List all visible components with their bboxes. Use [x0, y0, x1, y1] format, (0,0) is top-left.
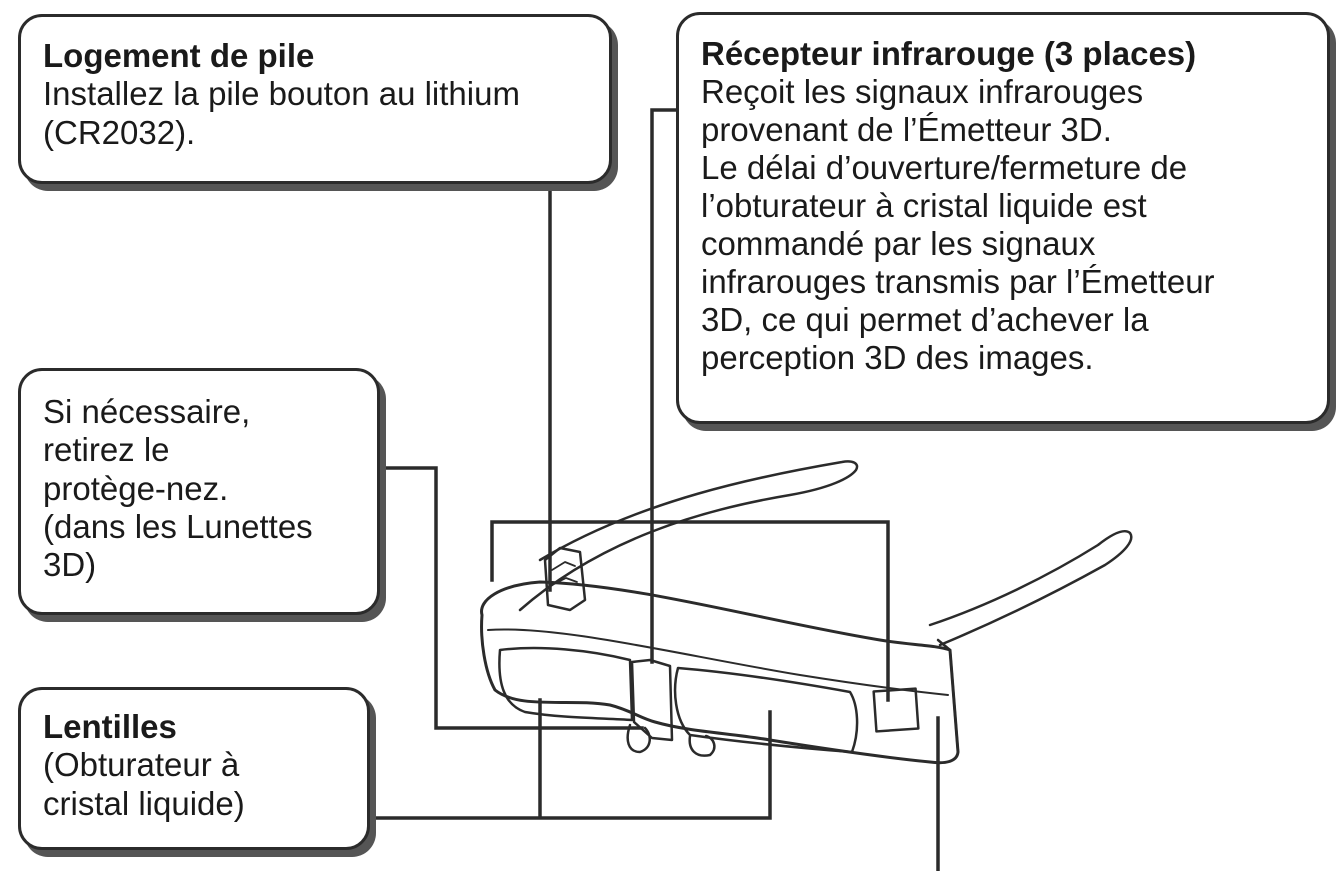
callout-receiver-line-4: l’obturateur à cristal liquide est	[701, 186, 1147, 224]
leader-receiver-top	[490, 520, 890, 702]
callout-receiver-line-6: infrarouges transmis par l’Émetteur	[701, 262, 1215, 300]
left-lens-shape	[498, 646, 634, 722]
callout-battery-line-2: (CR2032).	[43, 113, 196, 151]
right-lens-shape	[673, 666, 859, 754]
leader-receiver-left	[650, 108, 678, 664]
callout-battery-line-1: Installez la pile bouton au lithium	[43, 75, 520, 113]
callout-nose-line-3: protège-nez.	[43, 469, 229, 507]
callout-receiver-line-3: Le délai d’ouverture/fermeture de	[701, 148, 1188, 186]
nose-pad-left	[626, 723, 651, 754]
callout-nose-guard: Si nécessaire, retirez le protège-nez. (…	[18, 368, 380, 615]
callout-nose-line-4: (dans les Lunettes	[43, 507, 313, 545]
callout-receiver-title: Récepteur infrarouge (3 places)	[701, 35, 1197, 72]
callout-nose-line-5: 3D)	[43, 546, 97, 584]
right-temple-arm	[928, 529, 1133, 647]
left-temple-arm	[518, 460, 859, 612]
ir-receiver-window	[872, 687, 920, 733]
callout-battery-title: Logement de pile	[43, 37, 315, 74]
callout-battery-compartment: Logement de pile Installez la pile bouto…	[18, 14, 612, 184]
callout-lenses-line-2: cristal liquide)	[43, 784, 245, 822]
callout-ir-receiver: Récepteur infrarouge (3 places) Reçoit l…	[676, 12, 1330, 424]
frame-top-edge	[487, 628, 949, 696]
callout-receiver-line-8: perception 3D des images.	[701, 338, 1094, 376]
callout-receiver-line-1: Reçoit les signaux infrarouges	[701, 72, 1144, 110]
callout-receiver-line-5: commandé par les signaux	[701, 224, 1096, 262]
nose-pad-right	[688, 734, 716, 757]
callout-lenses-line-1: (Obturateur à	[43, 746, 240, 784]
right-hinge	[936, 638, 960, 754]
callout-lenses-title: Lentilles	[43, 708, 177, 745]
callout-lenses: Lentilles (Obturateur à cristal liquide)	[18, 687, 370, 850]
battery-compartment	[543, 546, 587, 612]
callout-nose-line-1: Si nécessaire,	[43, 393, 251, 430]
callout-receiver-line-2: provenant de l’Émetteur 3D.	[701, 110, 1112, 148]
battery-compartment-inner	[551, 561, 578, 586]
nose-bridge	[630, 658, 674, 742]
callout-nose-line-2: retirez le	[43, 431, 170, 469]
callout-receiver-line-7: 3D, ce qui permet d’achever la	[701, 300, 1149, 338]
leader-lenses	[370, 698, 772, 820]
leader-nose	[380, 466, 644, 730]
